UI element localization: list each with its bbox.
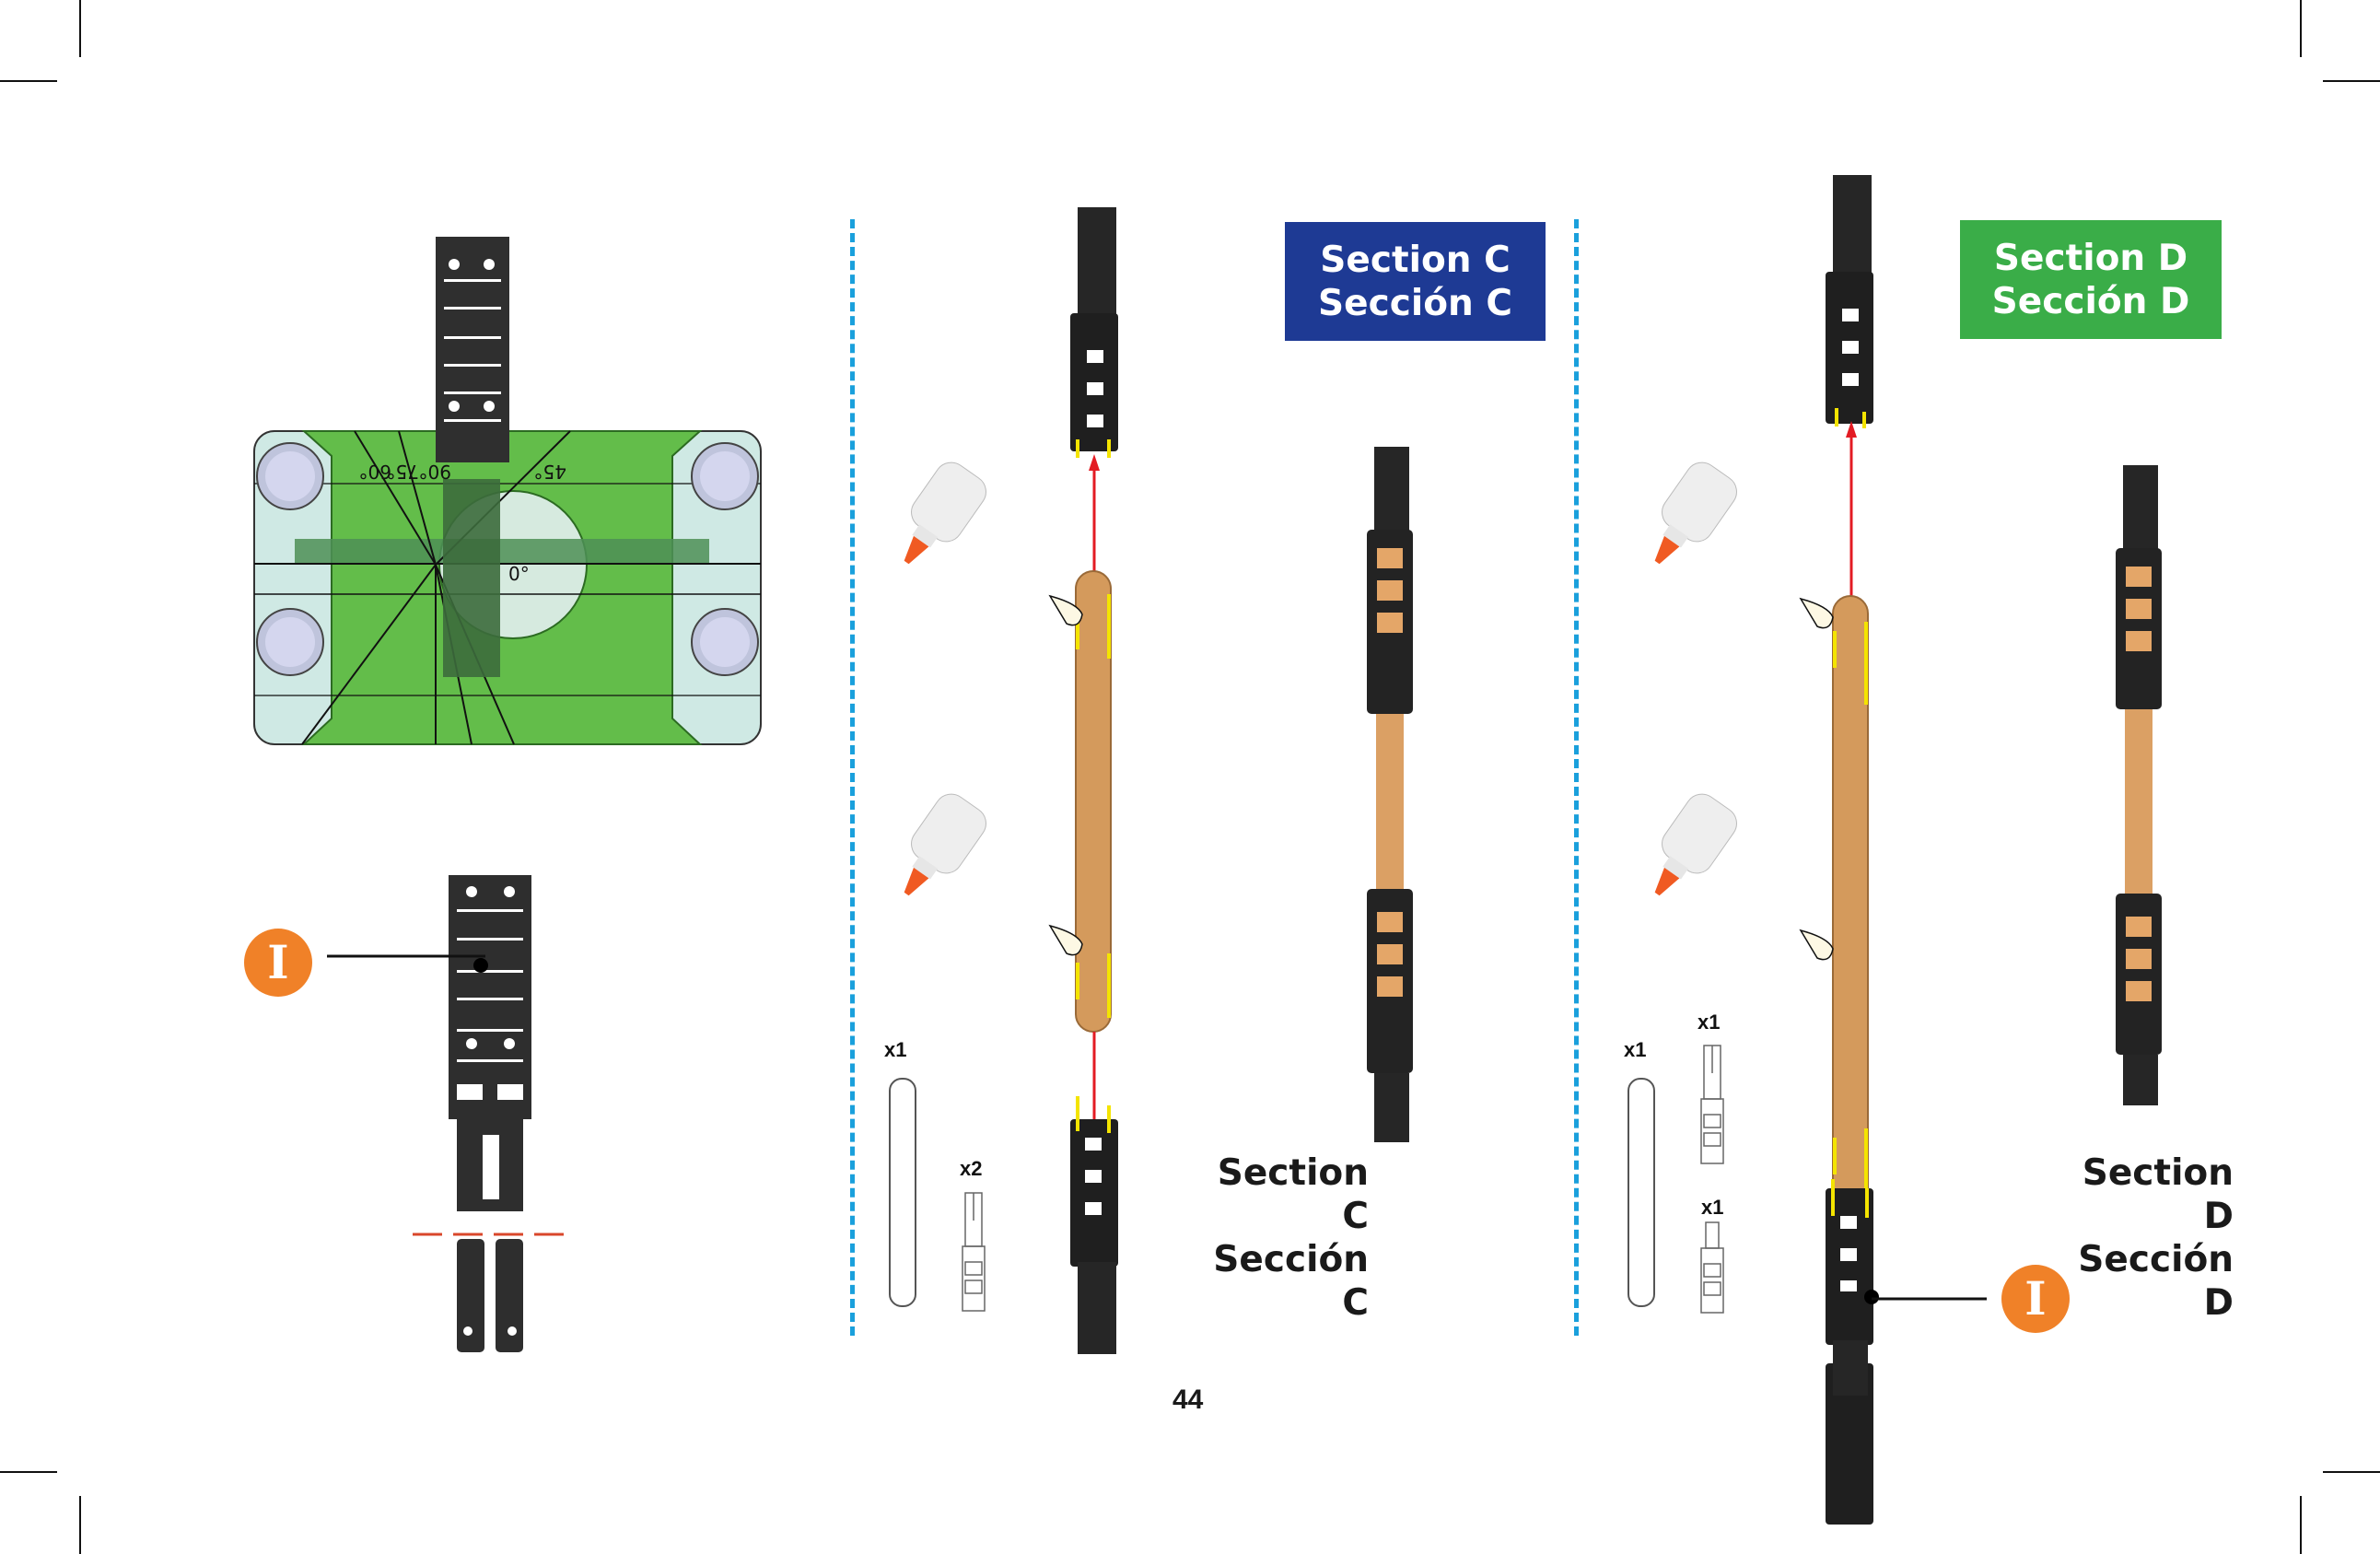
connector-outline-icon — [962, 1192, 986, 1312]
cut-line — [413, 1233, 565, 1236]
section-c-stick-qty: x1 — [884, 1038, 907, 1061]
craft-stick-outline — [1628, 1078, 1655, 1307]
callout-leader-line-left — [327, 954, 485, 958]
section-d-connector-qty: x1 — [1698, 1011, 1721, 1034]
section-c-label-line1: Section C — [1217, 1152, 1369, 1237]
angle-label-60: 60° — [359, 461, 391, 483]
angle-label-90: 90° — [419, 461, 451, 483]
glue-bottle-icon — [904, 462, 986, 896]
red-arrow-icon — [1089, 454, 1100, 471]
crop-mark-top-right-v — [2300, 0, 2302, 57]
callout-leader-line-right — [1872, 1297, 1987, 1301]
section-d-label-line2: Sección D — [2078, 1239, 2234, 1324]
cut-connector-outline-icon — [1700, 1221, 1724, 1314]
section-d-header-line2: Sección D — [1991, 280, 2190, 322]
crop-mark-bottom-right-h — [2323, 1471, 2380, 1473]
craft-stick-outline — [889, 1078, 916, 1307]
glue-drop-icon — [1799, 597, 1834, 961]
section-divider-left — [850, 219, 855, 1336]
angle-label-0: 0° — [508, 563, 530, 585]
crop-mark-top-left-h — [0, 80, 57, 82]
section-c-label-line2: Sección C — [1213, 1239, 1369, 1324]
section-d-header: Section D Sección D — [1960, 220, 2222, 339]
section-d-stick-qty: x1 — [1624, 1038, 1647, 1061]
section-d-assembled-stick — [2116, 465, 2162, 1105]
crop-mark-bottom-left-h — [0, 1471, 57, 1473]
connector-cut-diagram — [449, 875, 531, 1352]
section-c-connector-qty: x2 — [960, 1157, 983, 1180]
section-d-bottom-connector — [1826, 1179, 1879, 1396]
crop-mark-bottom-left-v — [79, 1496, 81, 1554]
connector-outline-icon — [1700, 1045, 1724, 1164]
section-d-label-line1: Section D — [2082, 1152, 2234, 1237]
glue-drop-icon — [1048, 594, 1083, 956]
callout-badge-i-left: I — [244, 929, 312, 997]
crop-mark-top-right-h — [2323, 80, 2380, 82]
section-c-exploded-assembly — [904, 207, 1118, 1354]
section-d-cut-connector-qty: x1 — [1701, 1196, 1724, 1219]
crop-mark-top-left-v — [79, 0, 81, 57]
section-c-header: Section C Sección C — [1285, 222, 1546, 341]
page-number: 44 — [1172, 1385, 1204, 1415]
cutting-jig-diagram: 60° 75° 90° 45° 0° — [253, 237, 762, 745]
section-d-exploded-assembly — [1654, 175, 1873, 1525]
angle-label-45: 45° — [534, 461, 566, 483]
section-c-header-line1: Section C — [1320, 239, 1511, 281]
angle-label-75: 75° — [387, 461, 419, 483]
section-divider-right — [1574, 219, 1579, 1336]
callout-badge-i-right: I — [2001, 1265, 2070, 1333]
crop-mark-bottom-right-v — [2300, 1496, 2302, 1554]
section-c-header-line2: Sección C — [1318, 282, 1512, 324]
bolt-icon — [256, 442, 759, 676]
section-c-assembled-stick — [1367, 447, 1413, 1142]
section-d-header-line1: Section D — [1993, 237, 2188, 279]
glue-bottle-icon — [1654, 462, 1737, 896]
section-d-label: Section D Sección D — [2040, 1151, 2234, 1325]
section-c-label: Section C Sección C — [1197, 1151, 1369, 1325]
